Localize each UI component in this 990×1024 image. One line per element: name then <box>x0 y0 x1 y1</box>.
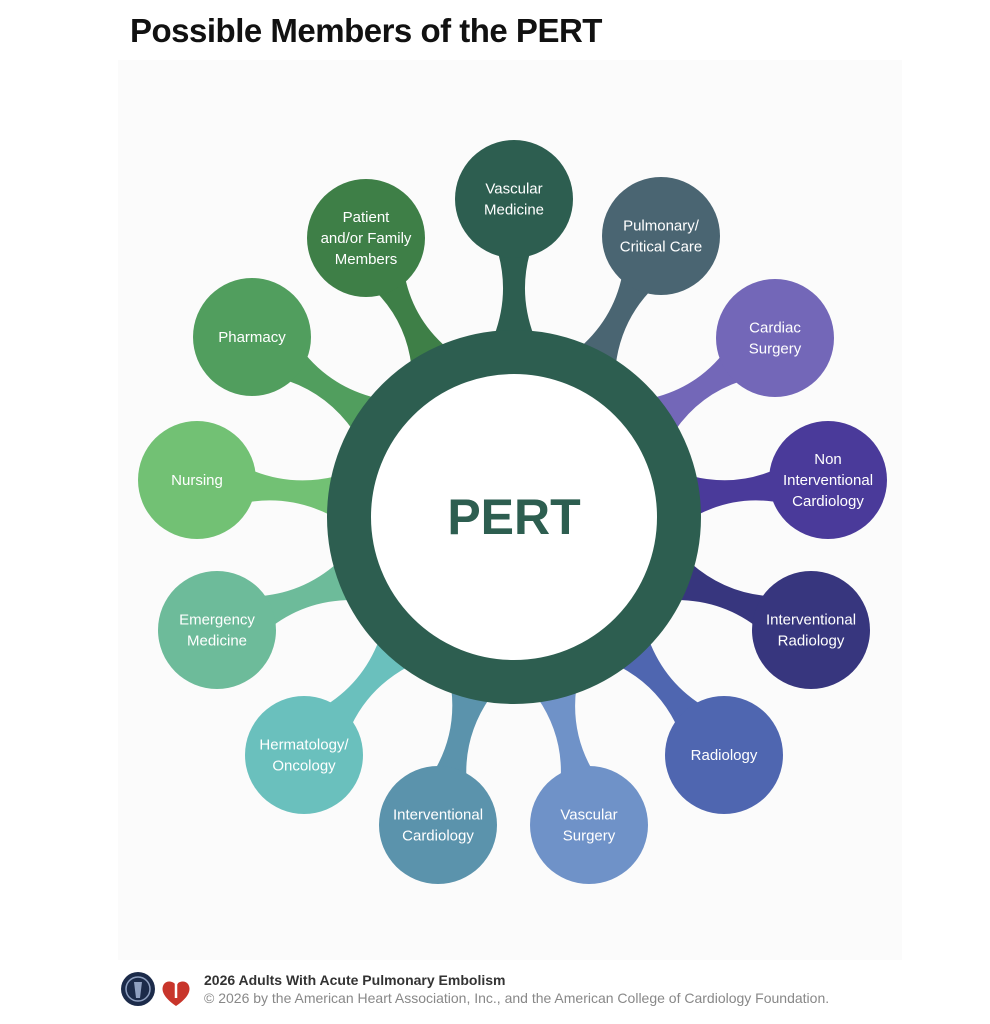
member-label: Non <box>814 451 842 468</box>
pert-center-label: PERT <box>447 489 580 545</box>
connector <box>372 271 447 367</box>
connector <box>651 349 747 432</box>
bubble-circle <box>245 696 363 814</box>
bubble-circle <box>455 140 573 258</box>
connector <box>321 639 410 732</box>
member-label: Cardiology <box>792 493 864 510</box>
member-label: and/or Family <box>321 230 412 247</box>
member-label: Pulmonary/ <box>623 218 700 235</box>
member-bubble: Hermatology/Oncology <box>245 696 363 814</box>
footer-title: 2026 Adults With Acute Pulmonary Embolis… <box>204 972 506 988</box>
connector <box>676 562 774 631</box>
bubble-circle <box>665 696 783 814</box>
page-title: Possible Members of the PERT <box>130 12 602 49</box>
bubble-circle <box>379 766 497 884</box>
connector <box>618 639 707 732</box>
bubble-circle <box>307 179 425 297</box>
bubble-circle <box>769 421 887 539</box>
bubble-circle <box>193 278 311 396</box>
bubble-circle <box>158 571 276 689</box>
member-label: Vascular <box>485 181 542 198</box>
pert-ring <box>327 330 701 704</box>
acc-seal-icon <box>121 972 155 1006</box>
connector <box>580 269 656 366</box>
member-label: Emergency <box>179 612 255 629</box>
footer-copyright: © 2026 by the American Heart Association… <box>204 990 830 1006</box>
member-label: Hermatology/ <box>259 737 349 754</box>
member-label: Vascular <box>560 807 617 824</box>
bubble-circle <box>138 421 256 539</box>
bubble-circle <box>752 571 870 689</box>
connector <box>241 467 337 516</box>
member-label: Interventional <box>766 612 856 629</box>
member-label: Radiology <box>691 747 758 764</box>
member-label: Pharmacy <box>218 329 286 346</box>
bubble-circle <box>716 279 834 397</box>
member-label: Critical Care <box>620 239 703 256</box>
member-label: Medicine <box>484 202 544 219</box>
member-bubble: Nursing <box>138 421 256 539</box>
member-label: Medicine <box>187 633 247 650</box>
footer-logos <box>121 972 190 1006</box>
member-bubble: Pulmonary/Critical Care <box>602 177 720 295</box>
member-label: Interventional <box>783 472 873 489</box>
member-bubble: Radiology <box>665 696 783 814</box>
member-label: Patient <box>343 209 391 226</box>
member-label: Cardiac <box>749 320 801 337</box>
member-label: Cardiology <box>402 828 474 845</box>
member-label: Members <box>335 251 398 268</box>
connector <box>537 688 596 784</box>
member-bubble: Pharmacy <box>193 278 311 396</box>
member-label: Radiology <box>778 633 845 650</box>
bubble-circle <box>602 177 720 295</box>
member-label: Oncology <box>272 758 336 775</box>
connector <box>431 687 491 784</box>
member-label: Nursing <box>171 472 223 489</box>
connector <box>280 348 377 431</box>
connector <box>494 246 534 336</box>
connector <box>691 467 784 516</box>
member-label: Surgery <box>563 828 616 845</box>
aha-heart-icon <box>162 974 190 1006</box>
bubble-circle <box>530 766 648 884</box>
member-label: Surgery <box>749 341 802 358</box>
member-label: Interventional <box>393 807 483 824</box>
connector <box>254 562 352 631</box>
